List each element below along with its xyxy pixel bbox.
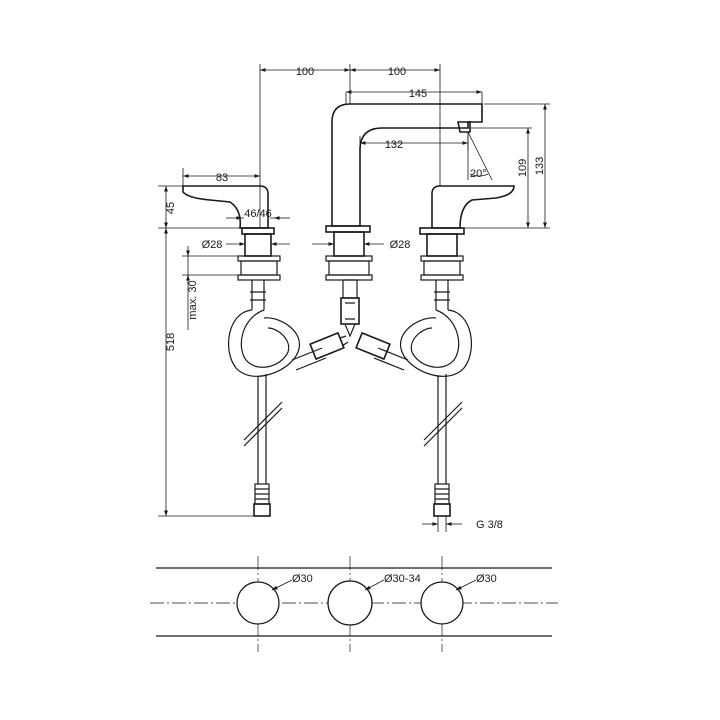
dim-45-label: 45 (165, 202, 177, 214)
left-valve-stem (250, 280, 266, 310)
tee-junction (344, 323, 356, 338)
spout-aerator (457, 121, 471, 133)
dim-83-label: 83 (216, 172, 228, 184)
dim-max30-label: max. 30 (187, 280, 199, 319)
spout-shank (333, 231, 365, 257)
dim-dia28-center-label: Ø28 (390, 239, 411, 251)
left-fitting-nut (253, 503, 271, 517)
right-hose-connector (355, 331, 391, 361)
left-valve (182, 185, 281, 310)
right-body (426, 233, 458, 257)
hole-right (420, 581, 464, 625)
right-nut-bottom (420, 274, 464, 281)
right-valve (419, 185, 515, 310)
left-body (244, 233, 272, 257)
right-hose-loop-inner (410, 309, 460, 368)
dimension-labels: 100 100 145 132 20° 109 133 83 45 46/46 … (165, 66, 546, 531)
left-nut-bottom (237, 274, 281, 281)
left-hose-connector (309, 331, 345, 361)
spout-nut-bottom (325, 274, 373, 281)
left-hose-loop-inner (240, 309, 290, 368)
dim-g38-label: G 3/8 (476, 519, 503, 531)
dim-518-label: 518 (165, 333, 177, 351)
dim-dia28-left-label: Ø28 (202, 239, 223, 251)
dim-133-label: 133 (534, 157, 546, 175)
dim-20-label: 20° (470, 168, 487, 180)
right-feed-hose (437, 374, 447, 484)
hole-left-label: Ø30 (292, 573, 313, 585)
hole-center-label: Ø30-34 (384, 573, 421, 585)
right-hose-loop-outer (399, 309, 472, 377)
dim-angle-arc (469, 173, 489, 177)
right-thread (423, 260, 461, 276)
spout-connector (340, 297, 360, 325)
spout-rosette (325, 225, 371, 233)
cutout-plan-view: Ø30 Ø30-34 Ø30 (150, 556, 558, 652)
spout-thread (328, 260, 370, 276)
right-fitting-nut (433, 503, 451, 517)
left-rosette (241, 227, 275, 235)
left-thread (240, 260, 278, 276)
dim-46-46-label: 46/46 (244, 208, 272, 220)
hoses (228, 309, 472, 517)
dimension-lines (158, 64, 550, 532)
spout-tube (342, 279, 358, 299)
left-break-mark (243, 401, 283, 447)
right-break-mark (423, 401, 463, 447)
hole-center (327, 580, 373, 626)
dim-100-right-label: 100 (388, 66, 406, 78)
right-rosette (419, 227, 465, 235)
left-feed-hose (257, 374, 267, 484)
dim-132-label: 132 (385, 139, 403, 151)
left-hose-loop-outer (228, 309, 301, 377)
center-spout (325, 103, 483, 338)
right-valve-stem (434, 280, 450, 310)
dim-109-label: 109 (517, 159, 529, 177)
hole-right-label: Ø30 (476, 573, 497, 585)
dim-100-left-label: 100 (296, 66, 314, 78)
right-lever (431, 185, 515, 229)
hole-left (236, 581, 280, 625)
dim-145-label: 145 (409, 88, 427, 100)
left-lever (182, 185, 269, 229)
